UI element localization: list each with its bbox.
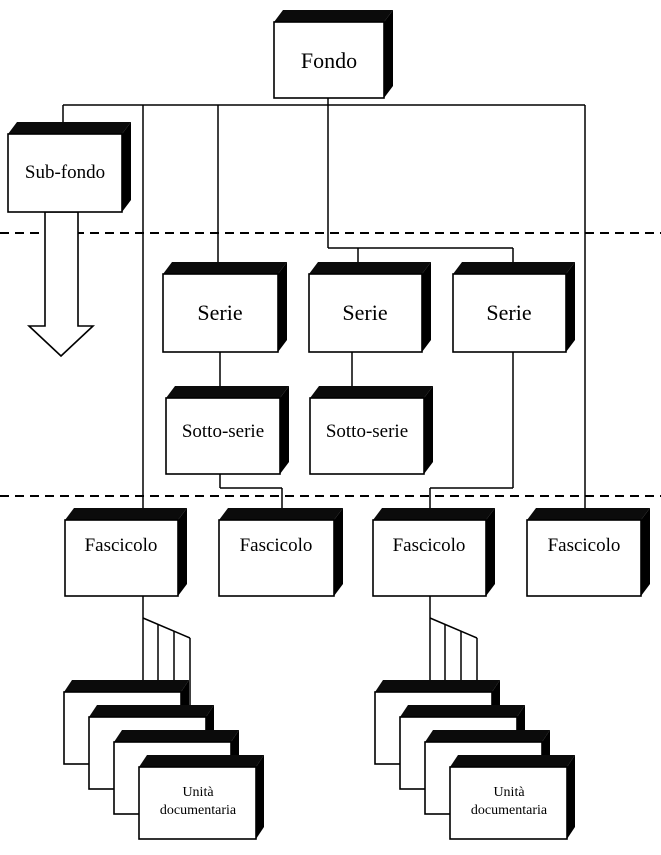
unita-documentaria-box: Unità documentaria bbox=[138, 755, 264, 840]
unita-stack-left: Unità documentaria bbox=[63, 680, 264, 840]
node-fascicolo-1: Fascicolo bbox=[64, 508, 187, 597]
documentaria-label: documentaria bbox=[471, 803, 548, 818]
fascicolo-label: Fascicolo bbox=[85, 535, 158, 556]
node-fondo: Fondo bbox=[273, 10, 393, 99]
node-fascicolo-2: Fascicolo bbox=[218, 508, 343, 597]
serie-label: Serie bbox=[197, 300, 242, 325]
fondo-label: Fondo bbox=[301, 48, 357, 73]
fascicolo-label: Fascicolo bbox=[548, 535, 621, 556]
node-sotto-serie-1: Sotto-serie bbox=[165, 386, 289, 475]
sotto-serie-label: Sotto-serie bbox=[326, 421, 408, 442]
fascicolo-label: Fascicolo bbox=[393, 535, 466, 556]
down-arrow-icon bbox=[26, 211, 96, 358]
node-serie-1: Serie bbox=[162, 262, 287, 353]
unita-label: Unità bbox=[493, 785, 525, 800]
node-sotto-serie-2: Sotto-serie bbox=[309, 386, 433, 475]
unita-label: Unità bbox=[182, 785, 214, 800]
node-fascicolo-3: Fascicolo bbox=[372, 508, 495, 597]
node-serie-2: Serie bbox=[308, 262, 431, 353]
serie-label: Serie bbox=[486, 300, 531, 325]
sotto-serie-label: Sotto-serie bbox=[182, 421, 264, 442]
documentaria-label: documentaria bbox=[160, 803, 237, 818]
node-sub-fondo: Sub-fondo bbox=[7, 122, 131, 213]
serie-label: Serie bbox=[342, 300, 387, 325]
sub-fondo-label: Sub-fondo bbox=[25, 162, 105, 183]
unita-stack-right: Unità documentaria bbox=[374, 680, 575, 840]
fascicolo-label: Fascicolo bbox=[240, 535, 313, 556]
node-fascicolo-4: Fascicolo bbox=[526, 508, 650, 597]
unita-documentaria-box: Unità documentaria bbox=[449, 755, 575, 840]
node-serie-3: Serie bbox=[452, 262, 575, 353]
connector-lines bbox=[62, 98, 586, 756]
